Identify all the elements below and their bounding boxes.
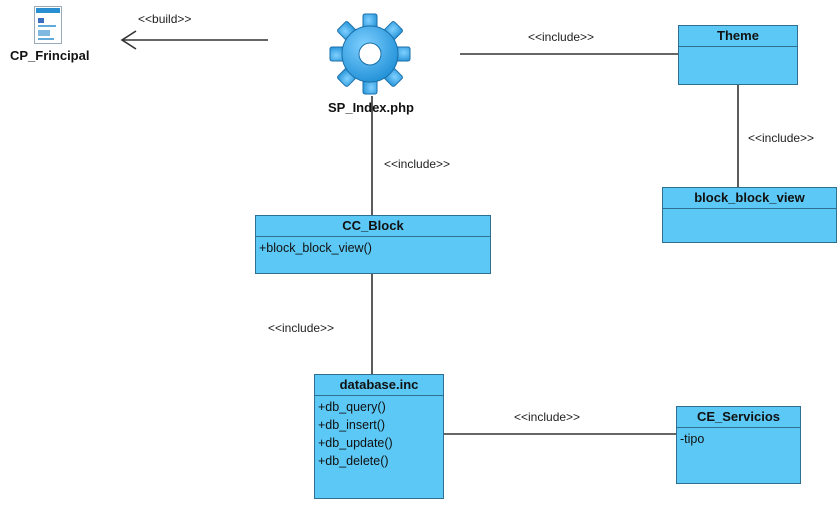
operations-list: +block_block_view() [256, 237, 490, 259]
build-arrowhead [120, 30, 137, 50]
attribute-item: -tipo [680, 432, 705, 446]
attributes-list: -tipo [677, 428, 800, 450]
build-stereotype: <<build>> [138, 12, 192, 26]
operation-item: +db_delete() [318, 454, 389, 468]
operation-item: +block_block_view() [259, 241, 372, 255]
operation-item: +db_update() [318, 436, 393, 450]
include-stereotype-cc-db: <<include>> [268, 321, 335, 335]
page-document-icon [34, 6, 62, 44]
include-stereotype-theme-block: <<include>> [748, 131, 815, 145]
include-stereotype-sp-cc: <<include>> [384, 157, 451, 171]
class-name: CE_Servicios [677, 407, 800, 428]
database-inc-class-box[interactable]: database.inc +db_query() +db_insert() +d… [314, 374, 444, 499]
class-name: block_block_view [663, 188, 836, 209]
cc-block-class-box[interactable]: CC_Block +block_block_view() [255, 215, 491, 274]
block-block-view-class-box[interactable]: block_block_view [662, 187, 837, 243]
sp-index-label: SP_Index.php [328, 100, 414, 115]
cp-principal-label: CP_Frincipal [10, 48, 90, 63]
class-name: Theme [679, 26, 797, 47]
include-stereotype-db-ce: <<include>> [514, 410, 581, 424]
ce-servicios-class-box[interactable]: CE_Servicios -tipo [676, 406, 801, 484]
theme-class-box[interactable]: Theme [678, 25, 798, 85]
operation-item: +db_insert() [318, 418, 386, 432]
include-stereotype-theme: <<include>> [528, 30, 595, 44]
gear-icon [326, 10, 414, 98]
class-name: database.inc [315, 375, 443, 396]
operations-list: +db_query() +db_insert() +db_update() +d… [315, 396, 443, 472]
operation-item: +db_query() [318, 400, 386, 414]
class-name: CC_Block [256, 216, 490, 237]
